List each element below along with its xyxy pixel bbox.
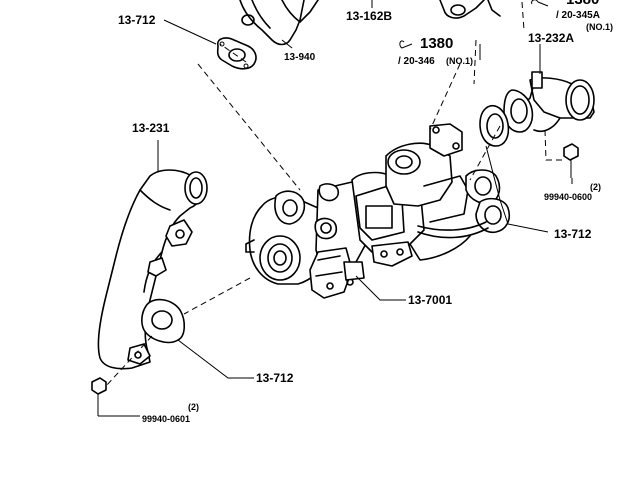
part-13-162b-top [439, 0, 501, 19]
ref-1380-callout: 1380 / 20-346 (NO.1) [398, 35, 473, 67]
bolt-left [91, 377, 107, 416]
label-ref-top-right-note: (NO.1) [586, 22, 613, 32]
leader-lines [98, 0, 573, 417]
gasket-top-left [216, 37, 257, 70]
ref-top-right-callout: 1380 / 20-345A (NO.1) [531, 0, 613, 32]
top-left-pipe-13-940 [239, 0, 319, 46]
assembly-lines [105, 1, 564, 387]
label-elbow-13-232a: 13-232A [528, 31, 574, 45]
label-bolt-left-qty: (2) [188, 402, 199, 412]
label-ref-1380: 1380 [420, 35, 453, 52]
bolt-right [563, 143, 579, 178]
label-pipe-13-231: 13-231 [132, 121, 170, 135]
pipe-13-231 [97, 169, 208, 370]
gasket-right-lower [479, 104, 510, 147]
turbocharger-13-7001 [245, 123, 511, 299]
label-bolt-right-part: 99940-0600 [544, 192, 592, 202]
label-gasket-bottom: 13-712 [256, 371, 294, 385]
label-bolt-right-qty: (2) [590, 182, 601, 192]
gasket-lower-left [141, 298, 186, 344]
label-gasket-right: 13-712 [554, 227, 592, 241]
label-bolt-left-part: 99940-0601 [142, 414, 190, 424]
label-ref-1380-note: (NO.1) [446, 56, 473, 66]
elbow-13-232a [515, 71, 595, 133]
label-gasket-top-left: 13-712 [118, 13, 156, 27]
label-turbo-13-7001: 13-7001 [408, 293, 452, 307]
label-pipe-13-940: 13-940 [284, 52, 316, 63]
label-ref-top-right: / 20-345A [556, 10, 600, 21]
gasket-right-upper [503, 89, 534, 133]
label-ref-1380-sub: / 20-346 [398, 56, 435, 67]
label-ref-top-right-partial: 1380 [566, 0, 599, 8]
label-part-13-162b: 13-162B [346, 9, 392, 23]
